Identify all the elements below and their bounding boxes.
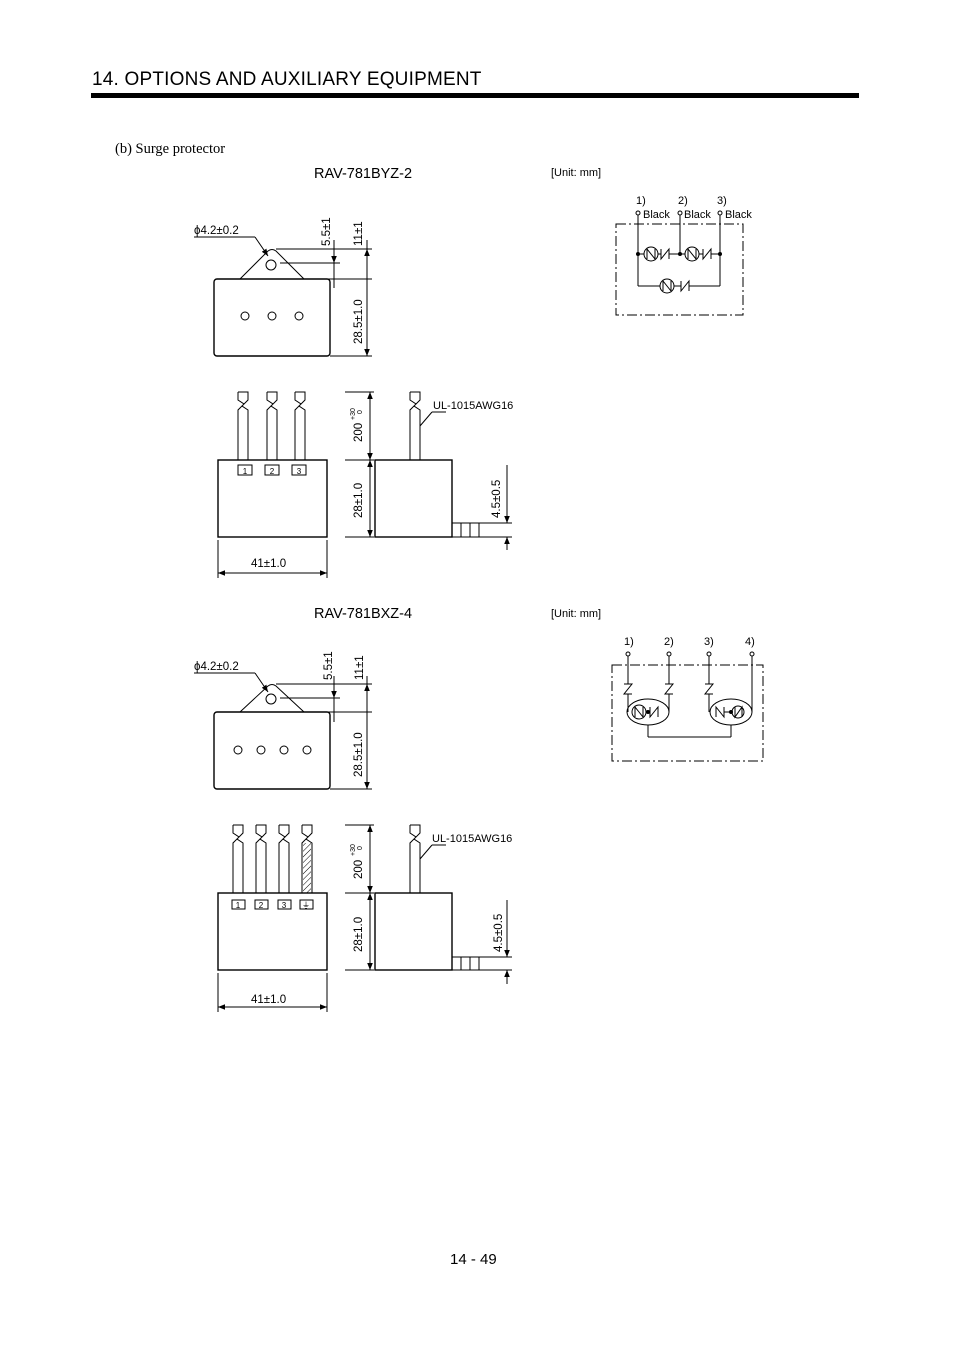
model-2-leads	[232, 824, 313, 893]
model-2-terminal-1: 1	[236, 901, 241, 910]
page-number: 14 - 49	[450, 1251, 497, 1268]
model-1-terminal-1: 1	[243, 467, 248, 476]
model-2-dim-body-height: 28.5±1.0	[353, 732, 365, 777]
model-2-dim-lead-tol-minus: 0	[357, 846, 364, 850]
model-2-wire: UL-1015AWG16	[432, 833, 512, 845]
model-2-terminal-2: 2	[259, 901, 264, 910]
model-1-dim-side-height: 28±1.0	[353, 483, 365, 518]
model-1-title: RAV-781BYZ-2	[314, 166, 412, 182]
model-2-circuit-label-2: 2)	[664, 636, 674, 648]
model-1-dim-lead-tol-minus: 0	[357, 410, 364, 414]
page-header-title: 14. OPTIONS AND AUXILIARY EQUIPMENT	[92, 69, 482, 90]
model-1-dim-lead: 200	[353, 423, 365, 442]
model-2-dim-width: 41±1.0	[251, 994, 286, 1006]
model-2-dim-tab: 5.5±1	[323, 651, 335, 680]
model-1-circuit-label-3: 3)	[717, 195, 727, 207]
model-1-hole-dim: ϕ4.2±0.2	[194, 225, 239, 237]
model-2-terminal-3: 3	[282, 901, 287, 910]
model-1-dim-body-height: 28.5±1.0	[353, 299, 365, 344]
model-2-dim-thickness: 4.5±0.5	[493, 914, 505, 952]
header-rule	[91, 93, 859, 98]
model-2-dim-top: 11±1	[354, 655, 366, 680]
model-1-dim-thickness: 4.5±0.5	[491, 480, 503, 518]
model-2-title: RAV-781BXZ-4	[314, 606, 412, 622]
model-1-dim-tab: 5.5±1	[321, 217, 333, 246]
model-2-dim-lead-tol-plus: +30	[350, 844, 357, 856]
model-1-wire: UL-1015AWG16	[433, 400, 513, 412]
model-1-wire-color-2: Black	[684, 209, 711, 221]
model-1-dim-top: 11±1	[353, 221, 365, 246]
model-1-wire-color-1: Black	[643, 209, 670, 221]
model-1-wire-color-3: Black	[725, 209, 752, 221]
model-1-terminal-2: 2	[270, 467, 275, 476]
model-1-unit: [Unit: mm]	[551, 167, 601, 179]
model-1-terminal-3: 3	[297, 467, 302, 476]
section-label: (b) Surge protector	[115, 141, 226, 157]
model-2-circuit-label-1: 1)	[624, 636, 634, 648]
model-2-dim-side-height: 28±1.0	[353, 917, 365, 952]
model-1-circuit: 1) 2) 3) Black Black Black	[615, 195, 752, 316]
model-2-hole-dim: ϕ4.2±0.2	[194, 661, 239, 673]
model-2-terminal-ground: ⏚	[302, 901, 310, 910]
model-1-dim-width: 41±1.0	[251, 558, 286, 570]
model-2-circuit-label-4: 4)	[745, 636, 755, 648]
model-2-drawing: RAV-781BXZ-4 [Unit: mm] ϕ4.2±0.2 5.5±1 1…	[194, 606, 764, 1012]
model-1-drawing: RAV-781BYZ-2 [Unit: mm] ϕ4.2±0.2 5.5±1 1…	[194, 166, 752, 578]
model-1-circuit-label-2: 2)	[678, 195, 688, 207]
model-2-dim-lead: 200	[353, 860, 365, 879]
model-2-circuit: 1) 2) 3) 4)	[611, 636, 764, 762]
model-2-unit: [Unit: mm]	[551, 608, 601, 620]
model-1-circuit-label-1: 1)	[636, 195, 646, 207]
model-1-dim-lead-tol-plus: +30	[350, 408, 357, 420]
model-1-leads	[237, 391, 306, 460]
model-2-circuit-label-3: 3)	[704, 636, 714, 648]
